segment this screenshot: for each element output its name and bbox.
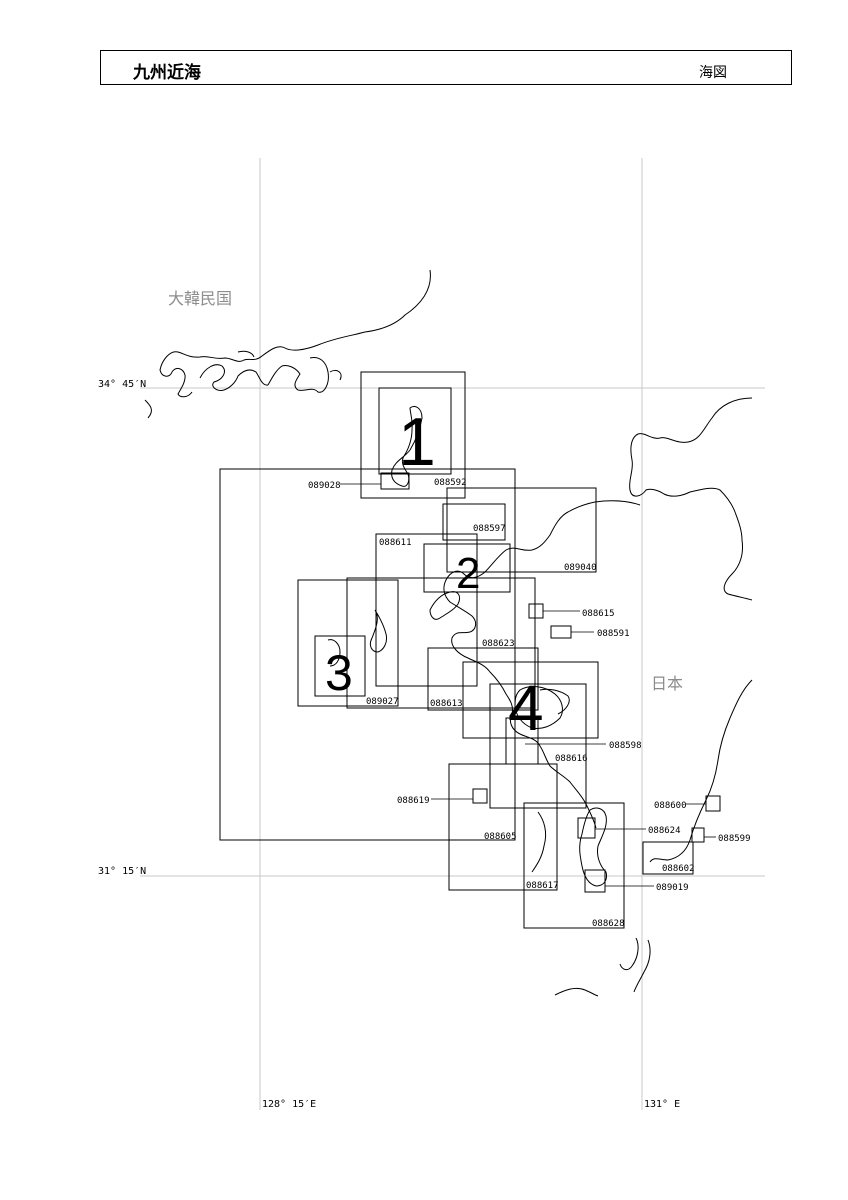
label-lat-34-45: 34° 45′N [98, 379, 146, 390]
frame-089028 [380, 472, 410, 490]
frame-088605 [448, 763, 558, 891]
frame-area-1-outer [360, 371, 466, 499]
chart-label[interactable]: 088619 [397, 796, 430, 806]
page-title: 九州近海 [133, 63, 201, 83]
coast-korea-3 [267, 357, 329, 393]
area-number-4: 4 [508, 672, 544, 744]
coast-kyushu-inner [539, 688, 570, 715]
label-lon-131: 131° E [644, 1099, 680, 1110]
label-japan: 日本 [651, 674, 683, 693]
chart-label[interactable]: 088617 [526, 881, 559, 891]
page-header: 九州近海 海図 [100, 50, 792, 85]
coast-kyushu-west [429, 591, 461, 620]
frame-area-4-wide [462, 661, 599, 739]
frame-088624 [577, 817, 596, 839]
chart-label[interactable]: 089040 [564, 563, 597, 573]
chart-label[interactable]: 088624 [648, 826, 681, 836]
chart-label[interactable]: 088597 [473, 524, 506, 534]
chart-label[interactable]: 088602 [662, 864, 695, 874]
coast-satsunan [554, 987, 599, 997]
frame-088623 [346, 577, 536, 709]
coast-tsushima [391, 405, 423, 487]
page-subtitle: 海図 [699, 65, 727, 81]
coast-korea-2 [199, 364, 269, 391]
area-number-3: 3 [325, 645, 353, 701]
frame-088591 [550, 625, 572, 639]
frame-088613 [427, 647, 539, 711]
frame-area-2 [423, 543, 511, 593]
chart-label[interactable]: 088616 [555, 754, 588, 764]
frame-area-1 [378, 387, 452, 475]
frame-088619 [472, 788, 488, 804]
frame-088615 [528, 603, 544, 619]
coast-korea-4 [144, 399, 152, 419]
frame-088597 [442, 503, 506, 541]
label-lat-31-15: 31° 15′N [98, 866, 146, 877]
frame-088611 [375, 533, 478, 687]
graticule [140, 158, 765, 1110]
chart-frames [219, 371, 721, 929]
area-number-2: 2 [456, 549, 480, 598]
coast-goto-2 [327, 639, 341, 667]
coast-goto [369, 609, 387, 653]
chart-label[interactable]: 088615 [582, 609, 615, 619]
coastline [144, 269, 753, 997]
coast-korea-5 [237, 350, 255, 358]
chart-label[interactable]: 088600 [654, 801, 687, 811]
coast-korea [159, 269, 431, 398]
frame-089019 [584, 869, 606, 893]
coast-kyushu-north [443, 500, 641, 829]
coast-koshiki [531, 811, 547, 873]
chart-label[interactable]: 088623 [482, 639, 515, 649]
frame-large-west [219, 468, 516, 841]
chart-label[interactable]: 088599 [718, 834, 751, 844]
chart-label[interactable]: 088592 [434, 478, 467, 488]
area-number-1: 1 [398, 404, 436, 480]
coast-honshu [629, 397, 753, 601]
leader-lines [340, 483, 716, 887]
frame-area-4 [489, 683, 587, 809]
frame-088600 [705, 795, 721, 812]
chart-label[interactable]: 088611 [379, 538, 412, 548]
frame-088602 [642, 841, 694, 875]
frame-089027 [297, 579, 399, 707]
frame-088628 [523, 802, 625, 929]
coast-yakushima [619, 937, 639, 971]
chart-label[interactable]: 088613 [430, 699, 463, 709]
chart-label[interactable]: 088628 [592, 919, 625, 929]
chart-label[interactable]: 088591 [597, 629, 630, 639]
chart-label[interactable]: 089019 [656, 883, 689, 893]
label-lon-128-15: 128° 15′E [262, 1099, 316, 1110]
chart-label[interactable]: 089027 [366, 697, 399, 707]
label-korea: 大韓民国 [168, 289, 232, 308]
coast-tanegashima [633, 939, 651, 993]
frame-area-3 [314, 635, 366, 697]
frame-088599 [691, 827, 705, 843]
frame-089040 [446, 487, 597, 573]
chart-label[interactable]: 088598 [609, 741, 642, 751]
chart-label[interactable]: 089028 [308, 481, 341, 491]
chart-label[interactable]: 088605 [484, 832, 517, 842]
coast-korea-islet [329, 369, 342, 381]
